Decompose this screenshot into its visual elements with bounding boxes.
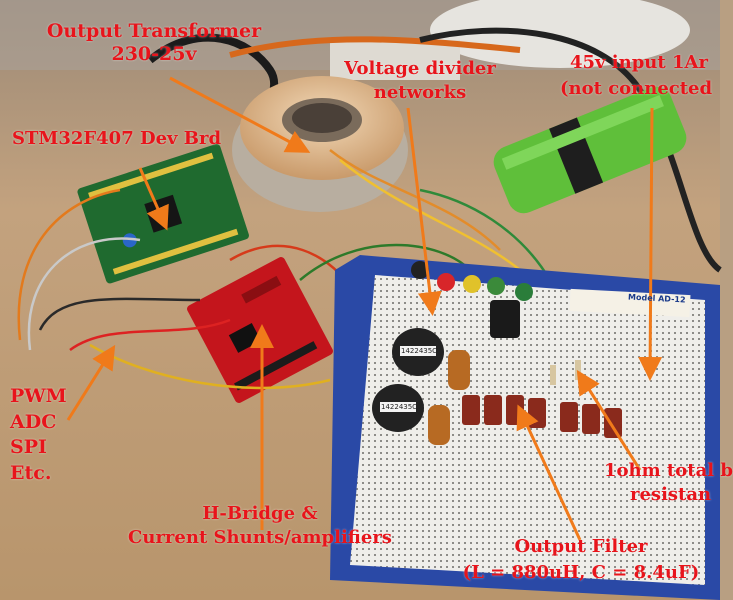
inductor <box>372 384 424 432</box>
label-output-filter-line2: (L = 880uH, C = 8.4uF) <box>462 562 700 583</box>
label-output-filter: Output Filter (L = 880uH, C = 8.4uF) <box>446 538 716 582</box>
inductor <box>392 328 444 376</box>
label-spi: SPI <box>10 436 47 459</box>
arrow-transformer <box>169 76 311 153</box>
white-stand-base <box>330 40 460 80</box>
label-voltage-divider: Voltage divider networks <box>330 60 510 102</box>
arrow-stm32 <box>138 167 169 231</box>
label-output-transformer: Output Transformer 230-25v <box>34 22 274 64</box>
label-output-transformer-line1: Output Transformer <box>46 20 262 42</box>
label-input-line2: (not connected <box>560 78 713 99</box>
battery-pack <box>493 86 687 214</box>
label-burden-line1: 1ohm total b <box>604 460 733 481</box>
label-pwm: PWM <box>10 385 67 407</box>
label-etc: Etc. <box>10 461 52 484</box>
label-pwm-group: PWM ADC SPI Etc. <box>10 384 67 487</box>
label-output-filter-line1: Output Filter <box>514 536 648 557</box>
label-voltage-divider-line1: Voltage divider <box>344 58 496 79</box>
label-input-line1: 45v input 1Ar <box>570 52 708 73</box>
inductor-marking-2: 1422435C <box>381 403 418 411</box>
label-stm32: STM32F407 Dev Brd <box>12 128 222 149</box>
orange-cable <box>229 36 521 58</box>
inductor-marking-1: 1422435C <box>401 347 438 355</box>
arrow-burden <box>576 369 642 471</box>
label-adc: ADC <box>10 410 57 433</box>
white-stand <box>430 0 690 68</box>
label-hbridge: H-Bridge & Current Shunts/amplifiers <box>110 505 410 547</box>
label-hbridge-line2: Current Shunts/amplifiers <box>128 527 392 548</box>
arrow-divider <box>406 107 442 316</box>
annotation-arrows <box>66 76 663 541</box>
black-cable-right <box>419 27 722 273</box>
label-burden-line2: resistan <box>630 484 712 505</box>
arrow-input <box>638 107 663 381</box>
label-voltage-divider-line2: networks <box>373 82 467 103</box>
label-input: 45v input 1Ar (not connected <box>560 54 712 98</box>
label-hbridge-line1: H-Bridge & <box>202 503 318 524</box>
arrow-pwm <box>66 344 116 421</box>
label-output-transformer-line2: 230-25v <box>111 43 197 65</box>
arrow-filter <box>516 404 582 541</box>
label-burden: 1ohm total b resistan <box>604 462 733 504</box>
